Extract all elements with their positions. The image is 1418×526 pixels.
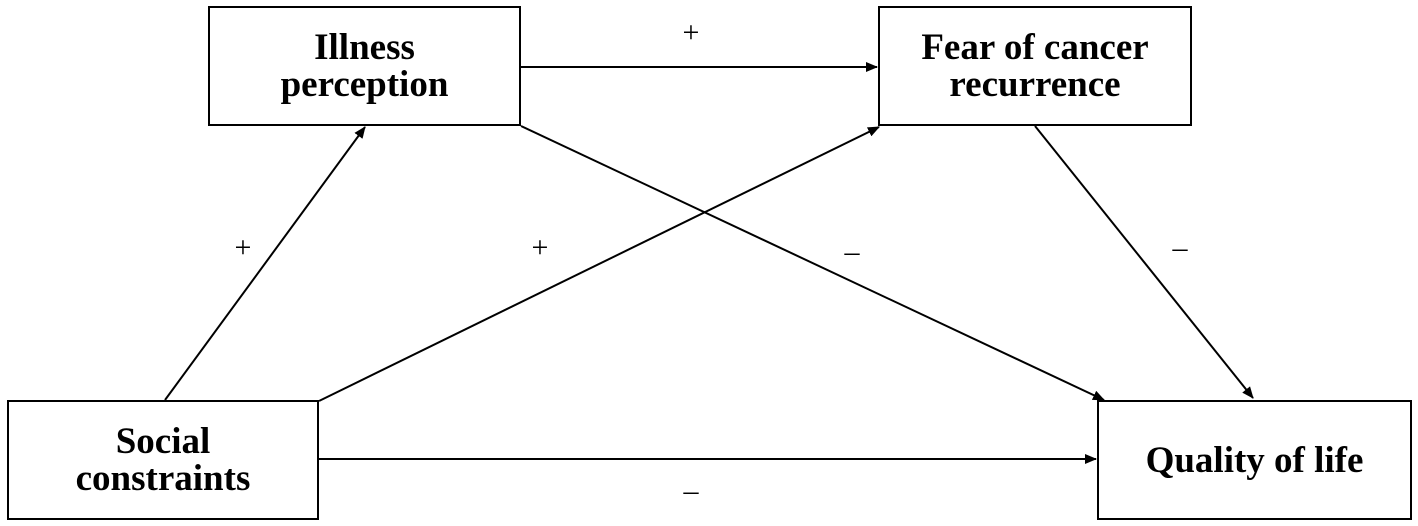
edge-sign-social-to-fear: + (531, 231, 549, 264)
node-fear-of-recurrence-label: Fear of cancer recurrence (921, 29, 1148, 103)
arrow-social-to-fear (318, 126, 880, 402)
edge-sign-social-to-qol: – (683, 474, 699, 507)
node-label-line: Fear of cancer (921, 27, 1149, 68)
node-fear-of-recurrence: Fear of cancer recurrence (878, 6, 1192, 126)
arrow-fear-to-qol (1034, 125, 1254, 399)
arrow-social-to-illness (164, 126, 366, 401)
node-quality-of-life: Quality of life (1097, 400, 1412, 520)
node-illness-perception: Illness perception (208, 6, 521, 126)
node-label-line: recurrence (949, 64, 1121, 105)
edge-sign-social-to-illness: + (234, 231, 252, 264)
node-quality-of-life-label: Quality of life (1146, 442, 1364, 479)
node-label-line: Illness (314, 27, 415, 68)
node-illness-perception-label: Illness perception (281, 29, 449, 103)
node-social-constraints: Social constraints (7, 400, 319, 520)
node-label-line: constraints (75, 458, 251, 499)
node-social-constraints-label: Social constraints (76, 423, 251, 497)
arrow-illness-to-qol (520, 125, 1105, 401)
node-label-line: Quality of life (1145, 439, 1364, 481)
edge-sign-fear-to-qol: – (1172, 231, 1188, 264)
edge-sign-illness-to-qol: – (844, 235, 860, 268)
node-label-line: Social (115, 421, 211, 462)
edge-sign-illness-to-fear: + (682, 16, 700, 49)
node-label-line: perception (280, 64, 449, 105)
